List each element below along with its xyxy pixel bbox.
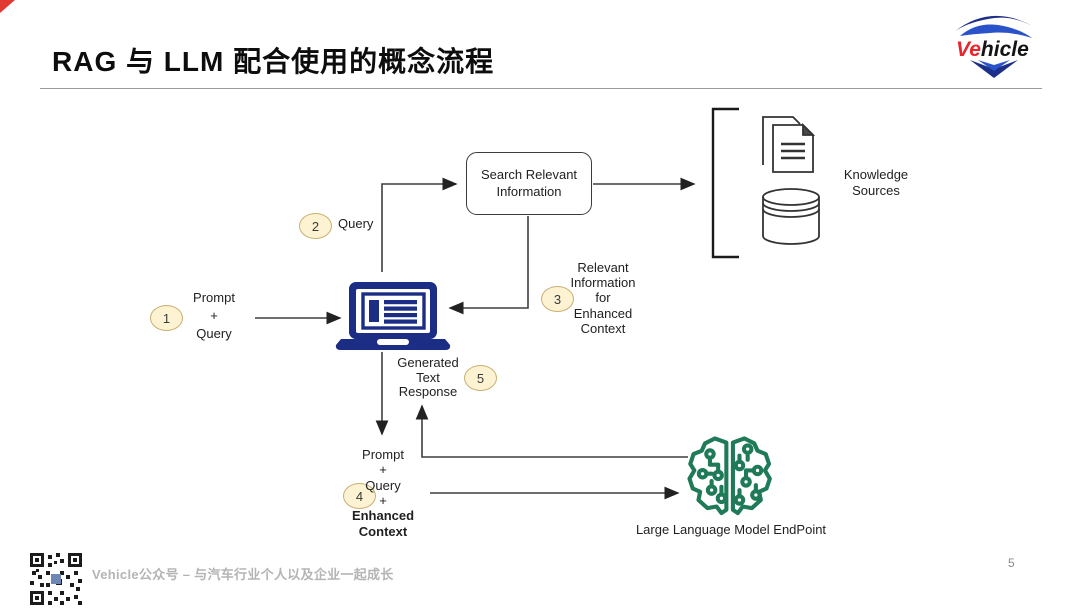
database-icon (762, 188, 820, 245)
footer-channel-text: Vehicle公众号 – 与汽车行业个人以及企业一起成长 (92, 567, 394, 582)
label-prompt-query: Prompt + Query (193, 290, 235, 342)
documents-icon (762, 116, 816, 173)
vehicle-logo: Vehicle (954, 15, 1036, 78)
step-badge-3: 3 (541, 286, 574, 312)
label-knowledge-sources: Knowledge Sources (843, 167, 909, 198)
search-relevant-information-box: Search Relevant Information (466, 152, 592, 215)
label-step4-normal: Prompt + Query + (362, 447, 404, 508)
label-relevant-information: Relevant Information for Enhanced Contex… (570, 260, 636, 336)
step-badge-4: 4 (343, 483, 376, 509)
svg-text:Vehicle: Vehicle (956, 38, 1029, 61)
arrow-llm-to-laptop (415, 404, 688, 458)
llm-brain-icon (687, 436, 772, 516)
label-generated-text-response: Generated Text Response (397, 355, 459, 400)
page-number: 5 (1008, 556, 1015, 570)
qr-code-icon (30, 553, 82, 605)
step-badge-2: 2 (299, 213, 332, 239)
vehicle-logo-shield-icon (954, 15, 1036, 78)
label-prompt-query-enhanced-context: Prompt + Query +Enhanced Context (340, 447, 426, 539)
connectors (255, 177, 696, 500)
arrow-search-to-laptop (448, 216, 529, 315)
page-title: RAG 与 LLM 配合使用的概念流程 (52, 46, 495, 77)
label-query: Query (338, 216, 374, 231)
step-badge-5: 5 (464, 365, 497, 391)
label-llm-endpoint: Large Language Model EndPoint (635, 522, 827, 537)
corner-accent-triangle (0, 0, 15, 13)
title-divider (40, 88, 1042, 89)
laptop-icon (335, 282, 451, 350)
arrow-laptop-to-search (381, 177, 458, 272)
label-step4-bold: Enhanced Context (351, 508, 415, 539)
step-badge-1: 1 (150, 305, 183, 331)
logo-text-ve: Ve (956, 38, 981, 61)
logo-text-hicle: hicle (981, 38, 1029, 61)
knowledge-bracket (711, 107, 739, 259)
